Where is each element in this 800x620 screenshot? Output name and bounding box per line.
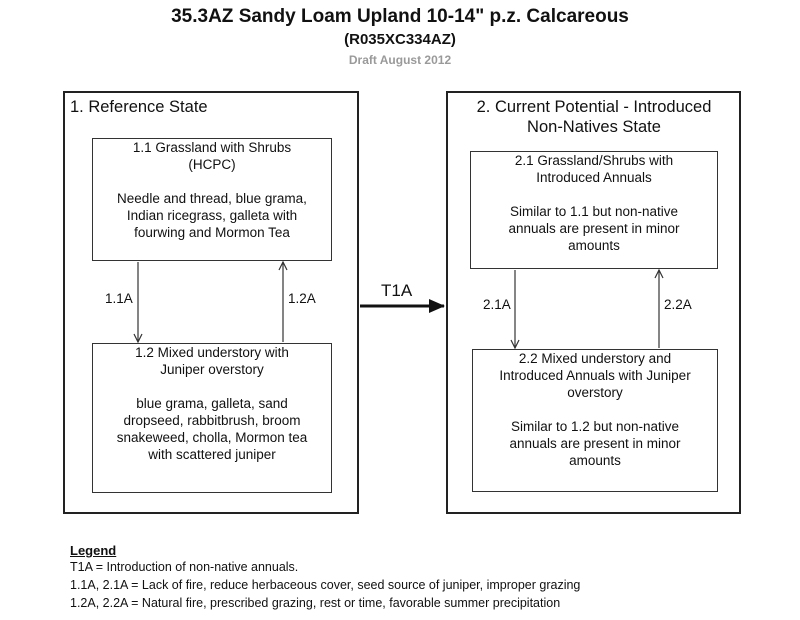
community-text-line: amounts xyxy=(569,453,621,468)
community-text-line: amounts xyxy=(568,238,620,253)
state-title-reference: 1. Reference State xyxy=(70,97,350,117)
transition-label-2-1a: 2.1A xyxy=(483,297,511,312)
community-text-line: Introduced Annuals xyxy=(536,170,652,185)
community-text-line: Juniper overstory xyxy=(160,362,264,377)
community-text-line: 1.1 Grassland with Shrubs xyxy=(132,140,292,155)
diagram-subtitle: (R035XC334AZ) xyxy=(344,31,456,48)
community-text-line: 2.2 Mixed understory and xyxy=(518,351,672,366)
transition-label-t1a: T1A xyxy=(381,281,413,300)
community-text-line: Needle and thread, blue grama, xyxy=(117,191,307,206)
community-text-line: Similar to 1.2 but non-native xyxy=(510,419,680,434)
community-text-line: 2.1 Grassland/Shrubs with xyxy=(514,153,674,168)
legend-item: 1.2A, 2.2A = Natural fire, prescribed gr… xyxy=(70,596,561,610)
transition-label-1-1a: 1.1A xyxy=(105,291,133,306)
community-text-line: blue grama, galleta, sand xyxy=(136,396,288,411)
draft-date: Draft August 2012 xyxy=(348,53,452,67)
community-text-line: annuals are present in minor xyxy=(509,436,681,451)
legend-item: 1.1A, 2.1A = Lack of fire, reduce herbac… xyxy=(70,578,581,592)
community-text-line: Introduced Annuals with Juniper xyxy=(499,368,691,383)
legend-heading: Legend xyxy=(70,543,117,558)
community-text-line: snakeweed, cholla, Mormon tea xyxy=(116,430,308,445)
community-text-line: Indian ricegrass, galleta with xyxy=(126,208,298,223)
community-box-2-1: 2.1 Grassland/Shrubs with Introduced Ann… xyxy=(470,151,718,269)
state-title-line: 1. Reference State xyxy=(70,98,208,116)
community-box-1-1: 1.1 Grassland with Shrubs (HCPC) Needle … xyxy=(92,138,332,261)
community-box-2-2: 2.2 Mixed understory and Introduced Annu… xyxy=(472,349,718,492)
community-text-line: annuals are present in minor xyxy=(508,221,680,236)
community-text-line: (HCPC) xyxy=(188,157,236,172)
state-title-line: 2. Current Potential - Introduced xyxy=(476,98,712,116)
diagram-title: 35.3AZ Sandy Loam Upland 10-14" p.z. Cal… xyxy=(171,6,629,27)
community-text-line: with scattered juniper xyxy=(148,447,276,462)
community-box-1-2: 1.2 Mixed understory with Juniper overst… xyxy=(92,343,332,493)
transition-label-1-2a: 1.2A xyxy=(288,291,316,306)
community-text-line: Similar to 1.1 but non-native xyxy=(509,204,679,219)
community-text-line: fourwing and Mormon Tea xyxy=(134,225,290,240)
community-text-line: dropseed, rabbitbrush, broom xyxy=(123,413,301,428)
transition-label-2-2a: 2.2A xyxy=(664,297,692,312)
community-text-line: 1.2 Mixed understory with xyxy=(135,345,289,360)
state-title-current-potential: 2. Current Potential - Introduced Non-Na… xyxy=(448,97,740,137)
legend-item: T1A = Introduction of non-native annuals… xyxy=(70,560,299,574)
state-title-line: Non-Natives State xyxy=(527,118,661,136)
community-text-line: overstory xyxy=(567,385,623,400)
